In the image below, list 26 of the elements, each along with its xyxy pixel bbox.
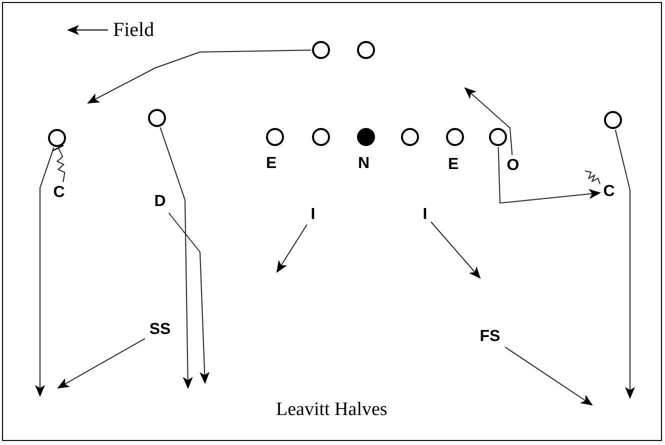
route-arrow: [57, 338, 146, 388]
position-label: FS: [477, 328, 503, 346]
caption: Leavitt Halves: [276, 400, 388, 419]
route-arrow: [430, 221, 481, 279]
position-label: I: [421, 206, 429, 224]
route-arrow: [498, 146, 601, 204]
route-arrow: [160, 126, 193, 389]
field-label: Field: [113, 20, 154, 40]
position-label: C: [602, 177, 616, 207]
position-label: C: [52, 184, 66, 202]
route-arrow: [276, 224, 308, 273]
position-label: O: [505, 157, 521, 175]
position-label: I: [309, 206, 317, 224]
position-label: D: [153, 193, 167, 211]
route-arrow: [504, 346, 593, 406]
position-label: SS: [147, 321, 173, 339]
position-label: E: [266, 156, 277, 172]
zigzag-line: [584, 170, 600, 185]
route-arrow: [464, 87, 513, 156]
position-label: E: [448, 157, 459, 173]
route-arrow: [87, 50, 312, 104]
position-label: N: [358, 156, 370, 172]
route-arrow: [168, 212, 210, 384]
route-arrow: [35, 146, 54, 397]
route-arrow: [614, 129, 635, 399]
zigzag-line: [52, 144, 66, 182]
